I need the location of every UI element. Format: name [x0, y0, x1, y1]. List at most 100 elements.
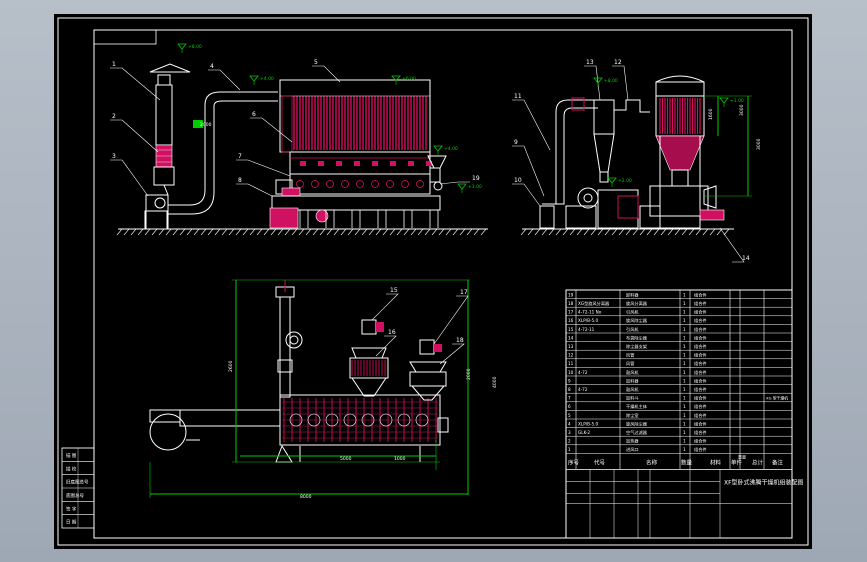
plan-riser	[279, 296, 291, 398]
part-material: 组合件	[694, 317, 707, 324]
balloon-12: 12	[614, 59, 622, 66]
hot-air-box	[289, 173, 431, 195]
part-qty: 1	[683, 310, 686, 315]
balloon-1: 1	[112, 61, 116, 68]
part-no: 4	[568, 421, 571, 426]
inlet-cap	[149, 63, 191, 73]
elevation-mark: +4.00	[260, 76, 274, 82]
part-material: 组合件	[694, 334, 707, 341]
part-material: 组合件	[694, 429, 707, 436]
bag-filter-top	[655, 81, 705, 97]
part-material: 组合件	[694, 352, 707, 359]
part-material: 组合件	[694, 300, 707, 307]
ground-hatch-right	[520, 228, 730, 236]
part-name: 加料斗	[626, 395, 639, 402]
part-no: 7	[568, 396, 571, 401]
part-material: 组合件	[694, 360, 707, 367]
part-name: 除尘器支架	[626, 343, 647, 350]
part-material: 组合件	[694, 343, 707, 350]
part-name: 引风机	[626, 309, 639, 316]
parts-col-header: 材料	[710, 458, 722, 466]
part-qty: 1	[683, 370, 686, 375]
part-name: 旋风除尘器	[626, 317, 648, 324]
part-material: 组合件	[694, 326, 707, 333]
part-material: 组合件	[694, 369, 707, 376]
side-row-label: 描 图	[66, 452, 77, 459]
balloon-5: 5	[314, 59, 318, 66]
part-name: 鼓风机	[626, 369, 639, 376]
plan-dryer-grid	[282, 398, 438, 442]
part-no: 18	[568, 301, 574, 306]
plan-cyclone-1	[351, 347, 387, 359]
part-name: 空气过滤器	[626, 429, 648, 436]
balloon-8: 8	[238, 177, 242, 184]
side-row-label: 签 字	[66, 505, 77, 512]
balloon-7: 7	[238, 153, 242, 160]
dimension-text: 3000	[739, 104, 745, 116]
plan-dryer	[279, 394, 441, 446]
side-blower	[577, 187, 599, 209]
balloon-15: 15	[390, 287, 398, 294]
elevation-mark: +8.00	[604, 78, 618, 84]
part-material: 组合件	[694, 438, 707, 445]
part-no: 14	[568, 335, 574, 340]
part-name: 鼓风机	[626, 386, 639, 393]
balloon-3: 3	[112, 153, 116, 160]
elevation-mark: +1.00	[468, 184, 482, 190]
parts-col-header: 单件	[731, 458, 743, 466]
elevation-mark: +1.00	[730, 98, 744, 104]
part-name: 旋风除尘器	[626, 420, 648, 427]
side-cyclone	[593, 99, 615, 135]
plan-view	[149, 279, 470, 498]
part-code: 4-72-11 No	[578, 310, 602, 315]
part-qty: 1	[683, 292, 686, 297]
part-qty: 1	[683, 413, 686, 418]
drawing-sheet[interactable]	[54, 14, 812, 549]
part-no: 16	[568, 318, 574, 323]
part-no: 3	[568, 430, 571, 435]
bed-markers	[300, 161, 432, 166]
parts-col-header: 序号	[568, 458, 580, 466]
part-no: 10	[568, 370, 574, 375]
part-name: 布袋除尘器	[626, 334, 648, 341]
parts-col-header: 备注	[772, 458, 784, 466]
part-code: 4-72	[578, 370, 588, 375]
parts-col-header: 代号	[594, 458, 606, 466]
part-name: 干燥机主体	[626, 403, 648, 410]
part-note: XG 型干燥机	[766, 396, 788, 401]
support-legs	[299, 210, 439, 228]
part-no: 5	[568, 413, 571, 418]
side-elevation	[539, 75, 752, 229]
part-qty: 1	[683, 361, 686, 366]
part-qty: 1	[683, 387, 686, 392]
side-row-label: 日 期	[66, 520, 77, 526]
part-qty: 1	[683, 318, 686, 323]
part-qty: 1	[683, 430, 686, 435]
part-qty: 1	[683, 353, 686, 358]
part-code: GLK-2	[578, 430, 590, 435]
bag-filter-fins	[659, 98, 701, 134]
part-code: XG型旋风分离器	[578, 300, 610, 307]
part-name: 风管	[626, 352, 634, 359]
balloon-13: 13	[586, 59, 594, 66]
air-ports	[296, 180, 424, 188]
part-material: 组合件	[694, 446, 707, 453]
dimension-text: 1000	[394, 456, 406, 462]
part-material: 组合件	[694, 291, 707, 298]
part-qty: 1	[683, 301, 686, 306]
part-qty: 1	[683, 378, 686, 383]
bag-filter-cone	[655, 135, 705, 171]
part-material: 组合件	[694, 403, 707, 410]
part-no: 2	[568, 439, 571, 444]
dimension-text: 2600	[228, 360, 234, 372]
duct-inner	[168, 100, 278, 215]
support-frame	[271, 195, 441, 211]
dryer-fins	[280, 95, 430, 150]
duct-outer	[168, 91, 278, 206]
balloon-14: 14	[742, 255, 750, 262]
duct-dim-tag	[193, 120, 203, 128]
